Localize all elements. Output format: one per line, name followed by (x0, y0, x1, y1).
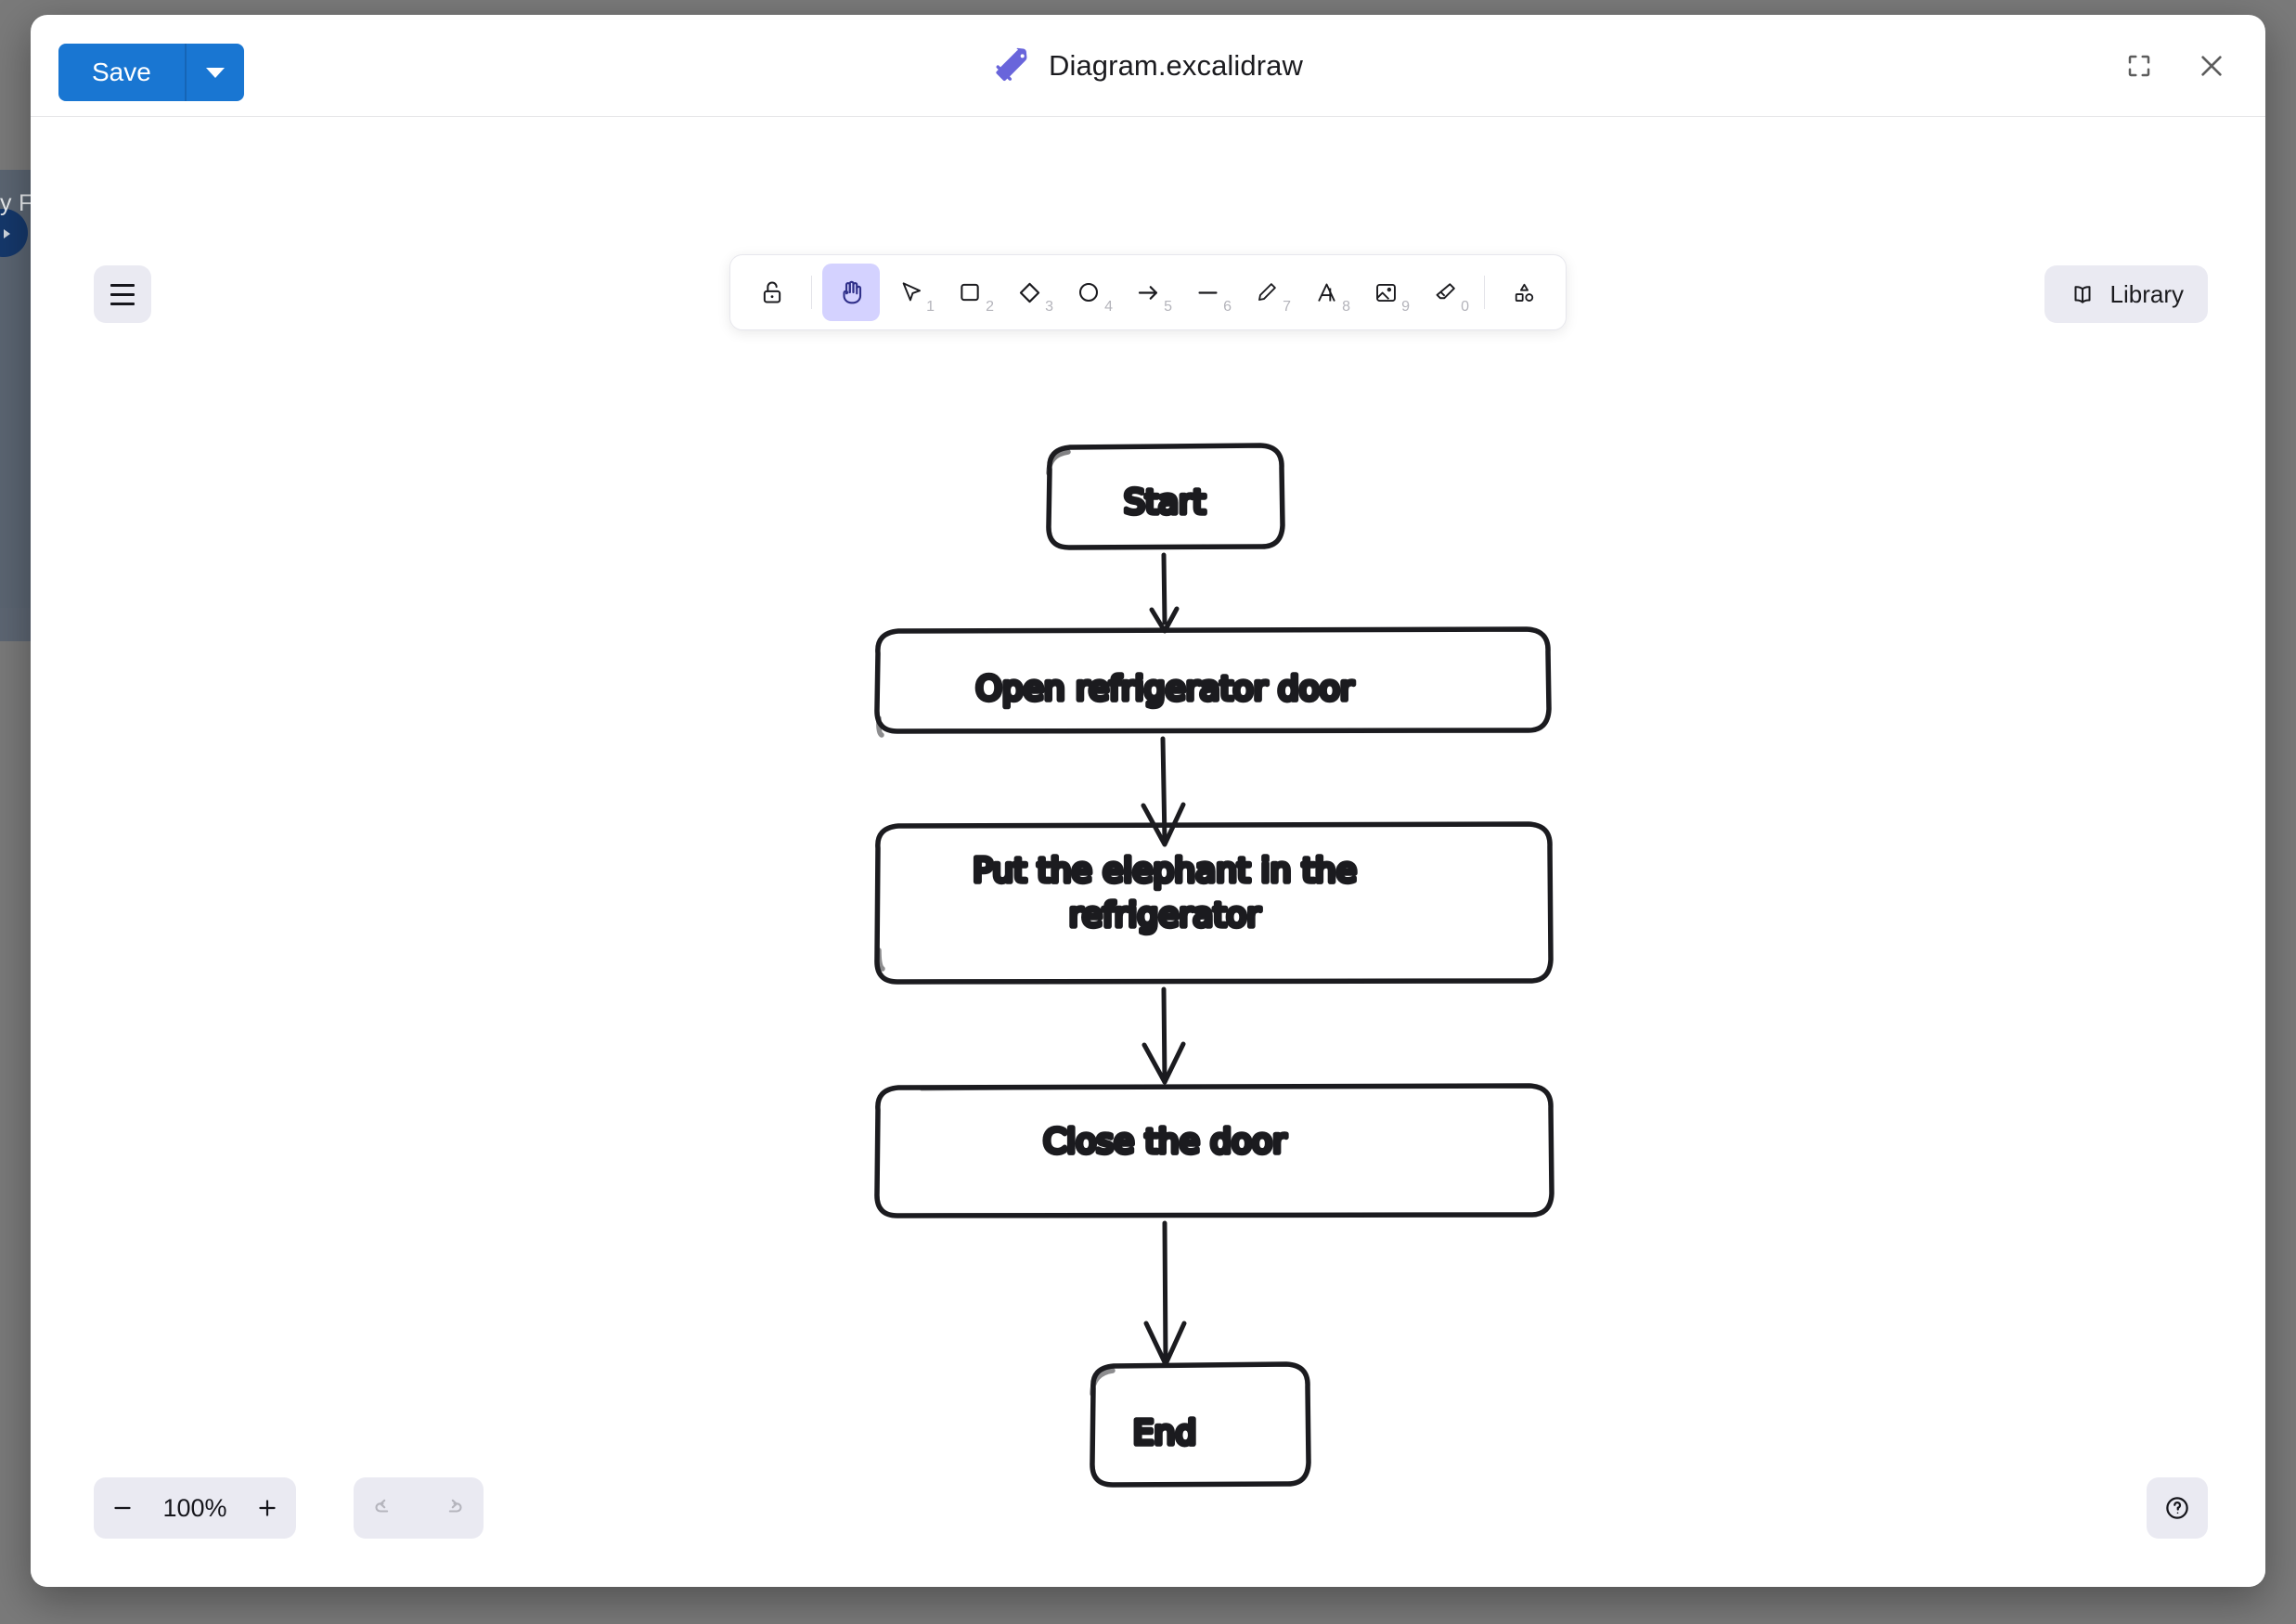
undo-button[interactable] (354, 1477, 419, 1539)
document-title-group: Diagram.excalidraw (993, 46, 1303, 85)
text-a-icon (1317, 283, 1335, 302)
lock-open-icon (763, 281, 781, 303)
node-open-door-label: Open refrigerator door (975, 670, 1353, 708)
cursor-icon (902, 281, 921, 301)
help-button[interactable] (2147, 1477, 2208, 1539)
redo-icon (448, 1499, 462, 1513)
plus-icon (259, 1500, 276, 1516)
hamburger-menu-icon (110, 283, 135, 287)
fullscreen-button[interactable] (2119, 45, 2160, 86)
toolbar-divider (811, 276, 812, 309)
undo-icon (375, 1499, 389, 1513)
text-tool-shortcut: 8 (1342, 299, 1350, 315)
image-tool-shortcut: 9 (1401, 299, 1410, 315)
line-icon (1197, 290, 1218, 294)
window-controls (2119, 45, 2232, 86)
zoom-level-value[interactable]: 100% (151, 1494, 239, 1523)
node-open-door[interactable] (874, 626, 1552, 738)
fullscreen-icon (2128, 55, 2150, 76)
hamburger-menu-button[interactable] (94, 265, 151, 323)
hand-tool[interactable] (822, 264, 880, 321)
close-button[interactable] (2191, 45, 2232, 86)
rectangle-tool-shortcut: 2 (986, 299, 994, 315)
save-button[interactable]: Save (58, 44, 185, 101)
toolbar-divider-2 (1484, 276, 1485, 309)
minus-icon (114, 1506, 131, 1510)
drawing-canvas[interactable]: 1 2 3 4 (31, 117, 2265, 1587)
shapes-icon (1515, 283, 1533, 302)
library-button-label: Library (2109, 279, 2184, 308)
background-partial-text: y F (0, 190, 33, 216)
tool-palette: 1 2 3 4 (729, 254, 1567, 330)
save-divider (184, 44, 187, 101)
diamond-tool[interactable]: 3 (1000, 264, 1058, 321)
node-put-elephant[interactable] (874, 821, 1554, 985)
excalidraw-logo-icon (996, 47, 1027, 81)
arrow-tool[interactable]: 5 (1119, 264, 1177, 321)
ellipse-icon (1078, 282, 1099, 303)
rectangle-icon (961, 283, 979, 302)
line-tool-shortcut: 6 (1223, 299, 1232, 315)
eraser-tool-shortcut: 0 (1461, 299, 1469, 315)
save-button-group: Save (58, 44, 244, 101)
redo-button[interactable] (419, 1477, 484, 1539)
eraser-icon (1436, 282, 1455, 299)
edge-open-to-put[interactable] (1141, 736, 1186, 847)
edge-put-to-close[interactable] (1142, 986, 1186, 1085)
selection-tool[interactable]: 1 (882, 264, 939, 321)
line-tool[interactable]: 6 (1179, 264, 1236, 321)
edge-close-to-end[interactable] (1143, 1220, 1187, 1367)
zoom-control-group: 100% (94, 1477, 296, 1539)
node-put-elephant-label-2: refrigerator (1069, 896, 1261, 934)
arrow-tool-shortcut: 5 (1164, 299, 1172, 315)
pencil-icon (1258, 283, 1276, 301)
draw-tool[interactable]: 7 (1238, 264, 1296, 321)
node-end-label: End (1133, 1414, 1196, 1452)
shapes-tool[interactable] (1495, 264, 1553, 321)
book-icon (2074, 286, 2091, 303)
node-close-door[interactable] (874, 1083, 1554, 1218)
image-tool[interactable]: 9 (1357, 264, 1414, 321)
lock-tool[interactable] (743, 264, 801, 321)
save-dropdown-button[interactable] (187, 44, 244, 101)
node-put-elephant-label-1: Put the elephant in the (973, 852, 1357, 890)
rectangle-tool[interactable]: 2 (941, 264, 999, 321)
flowchart-svg: Start Open refrigerator door (874, 443, 1554, 1488)
ellipse-tool[interactable]: 4 (1060, 264, 1117, 321)
question-circle-icon (2166, 1497, 2188, 1519)
excalidraw-modal-window: Save Diagram.excalidraw (31, 15, 2265, 1587)
selection-tool-shortcut: 1 (926, 299, 935, 315)
eraser-tool[interactable]: 0 (1416, 264, 1474, 321)
zoom-out-button[interactable] (94, 1477, 151, 1539)
document-title: Diagram.excalidraw (1048, 48, 1304, 82)
library-button[interactable]: Library (2044, 265, 2208, 323)
close-icon (2201, 55, 2222, 76)
diamond-tool-shortcut: 3 (1045, 299, 1053, 315)
flowchart: Start Open refrigerator door (31, 117, 2265, 1587)
chevron-down-icon (205, 67, 225, 78)
ellipse-tool-shortcut: 4 (1104, 299, 1113, 315)
node-start[interactable] (1046, 443, 1285, 550)
edge-start-to-open[interactable] (1149, 552, 1180, 634)
diamond-icon (1019, 282, 1039, 303)
arrow-right-icon (1138, 285, 1157, 300)
zoom-in-button[interactable] (239, 1477, 296, 1539)
node-close-door-label: Close the door (1043, 1123, 1286, 1161)
node-start-label: Start (1124, 483, 1206, 522)
history-control-group (354, 1477, 484, 1539)
draw-tool-shortcut: 7 (1283, 299, 1291, 315)
node-end[interactable] (1090, 1361, 1311, 1488)
text-tool[interactable]: 8 (1297, 264, 1355, 321)
image-icon (1375, 283, 1396, 302)
title-bar: Save Diagram.excalidraw (31, 15, 2265, 117)
hand-icon (843, 280, 862, 304)
